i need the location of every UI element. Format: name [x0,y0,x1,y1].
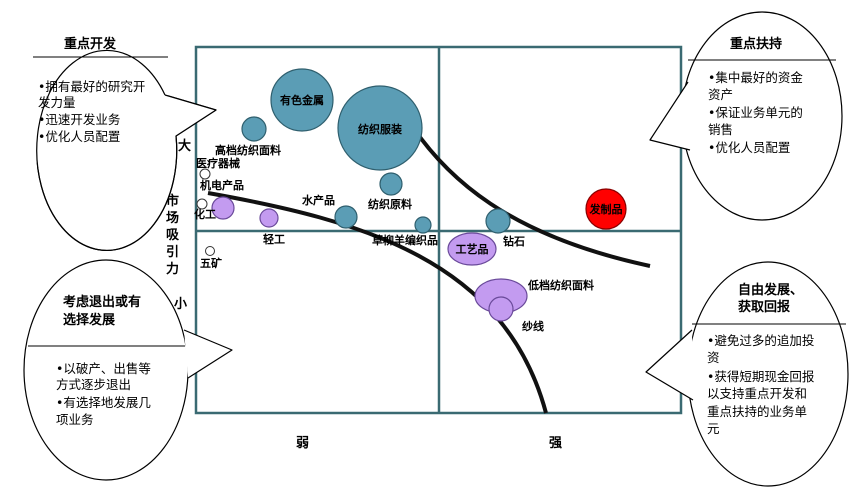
bubble-circle [241,116,267,142]
callout-line: •有选择地发展几 [56,395,151,410]
bubble-label: 机电产品 [200,178,244,192]
bubble-label: 有色金属 [280,93,324,107]
callout-line: •迅速开发业务 [38,112,120,127]
callout-line: 元 [707,421,720,436]
callout-line: 以支持重点开发和 [707,386,807,401]
callout-line: 方式逐步退出 [56,377,131,392]
bubble-circle [414,216,432,234]
bubble-circle [447,232,497,266]
bubble-zuanshi: 钻石 [485,208,525,248]
callout-title: 重点扶持 [730,36,782,52]
callout-line: •保证业务单元的 [708,105,803,120]
bubble-circle [379,172,403,196]
callout-line: •集中最好的资金 [708,70,803,85]
callout-title-line: 选择发展 [63,312,116,328]
bubble-circle [199,168,211,180]
bubble-label: 低档纺织面料 [527,278,594,292]
bubble-fangzhi-yuanliao: 纺织原料 [368,172,412,211]
bubble-circle [337,85,423,171]
callout-line: •优化人员配置 [708,140,790,155]
bubble-label: 水产品 [302,193,335,207]
bubble-fazhipin: 发制品 [585,188,627,230]
callout-line: 销售 [708,122,733,137]
callout-outline-arc [36,49,178,252]
bubble-label: 工艺品 [456,242,489,256]
callout-line: •以破产、出售等 [56,361,151,376]
callout-pointer [649,81,691,151]
callout-title-line: 考虑退出或有 [63,294,141,310]
callout-title: 重点开发 [64,36,117,52]
bubble-gaodang-fangzhi: 高档纺织面料 [215,116,281,157]
x-axis-right-label: 强 [549,436,562,451]
callout-pointer [645,329,694,401]
bubble-qinggong: 轻工 [259,208,285,246]
bubble-circle [211,196,235,220]
bubble-label: 高档纺织面料 [215,143,281,157]
bubble-circle [196,198,208,210]
callout-line: 资 [707,350,720,365]
bubble-label: 医疗器械 [196,156,240,170]
bubble-label: 发制品 [589,202,623,216]
bubble-caoliu-yangbian: 草柳羊编织品 [372,216,438,247]
callout-title-line: 自由发展、 [738,282,803,298]
y-axis-char: 力 [166,261,179,277]
bubble-circle [205,246,215,256]
bubble-gongyipin: 工艺品 [447,232,497,266]
callout-line: 资产 [708,87,733,102]
bubble-label: 轻工 [263,232,285,246]
bubble-circle [485,208,511,234]
callout-top-right: 重点扶持 •集中最好的资金 资产 •保证业务单元的 销售 •优化人员配置 [649,11,843,221]
y-axis-bottom-label: 小 [174,297,187,312]
bubble-label: 草柳羊编织品 [372,233,438,247]
bubble-label: 化工 [194,207,216,221]
y-axis-char: 吸 [166,228,180,243]
bubble-circle [334,205,358,229]
bubble-label: 纱线 [522,319,544,333]
bubble-yiliao-qixie: 医疗器械 [196,156,240,180]
bubble-shuichanpin: 水产品 [302,193,358,229]
callout-title-line: 获取回报 [738,299,791,315]
callout-bottom-left: 考虑退出或有 选择发展 •以破产、出售等 方式逐步退出 •有选择地发展几 项业务 [23,259,233,481]
bubble-shaxian: 纱线 [488,296,544,333]
bubble-jidian-chanpin: 机电产品 [200,178,244,192]
callout-pointer [164,94,217,137]
bubble-huagong: 化工 [194,196,235,221]
callout-line: 项业务 [56,412,94,427]
bubble-wukuang: 五矿 [200,246,222,270]
y-axis-label: 市 场 吸 引 力 [166,193,180,277]
y-axis-top-label: 大 [178,138,191,154]
callout-line: 重点扶持的业务单 [707,404,807,419]
bubble-youse-jinshu: 有色金属 [270,68,334,132]
bubble-circle [270,68,334,132]
boundary-curve-lower [207,191,548,414]
y-axis-char: 场 [166,211,179,226]
bubble-huagong-dot [196,198,208,210]
callout-pointer [183,329,233,379]
bubble-fangzhi-fuzhuang: 纺织服装 [337,85,423,171]
bubble-label: 钻石 [503,234,525,248]
callout-line: 发力量 [38,95,76,110]
callout-line: •优化人员配置 [38,129,120,144]
bubble-label: 纺织服装 [358,122,402,136]
x-axis-left-label: 弱 [296,435,309,451]
callout-top-left: 重点开发 •拥有最好的研究开 发力量 •迅速开发业务 •优化人员配置 [30,20,217,252]
bubble-circle [259,208,279,228]
callout-line: •获得短期现金回报 [707,369,815,384]
callout-bottom-right: 自由发展、 获取回报 •避免过多的追加投 资 •获得短期现金回报 以支持重点开发… [645,261,849,487]
callout-line: •避免过多的追加投 [707,333,814,348]
y-axis-char: 引 [166,245,179,260]
callout-line: •拥有最好的研究开 [38,79,145,94]
bubble-label: 五矿 [200,256,222,270]
bubble-label: 纺织原料 [368,197,412,211]
bubble-circle [585,188,627,230]
bubble-circle [488,296,514,322]
matrix-grid [194,45,683,415]
